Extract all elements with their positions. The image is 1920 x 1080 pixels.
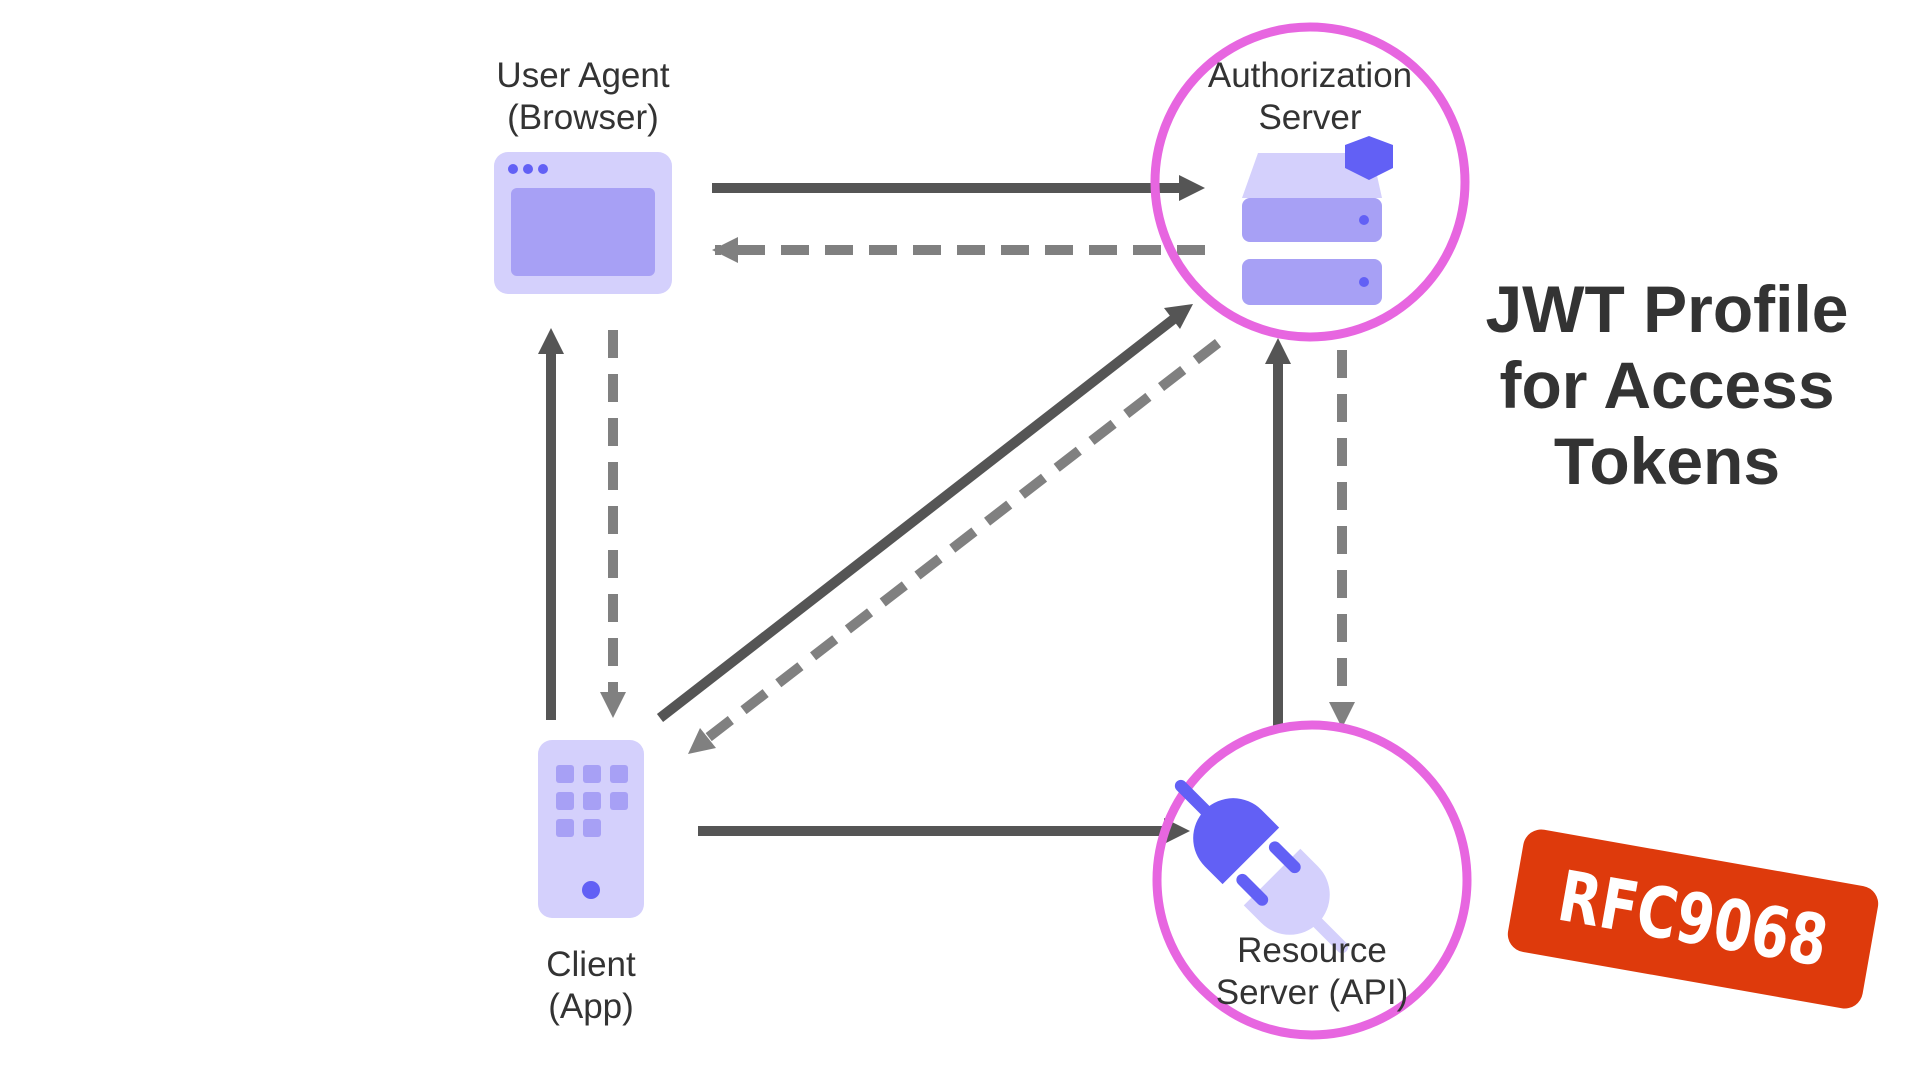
- arrowhead-browser-to-client: [600, 692, 626, 718]
- arrowhead-auth-server-to-browser: [712, 237, 738, 263]
- authorization-server-highlight-ring: [1150, 22, 1470, 342]
- arrow-auth-server-to-client: [701, 339, 1222, 744]
- arrowhead-browser-to-auth-server: [1179, 175, 1205, 201]
- client-label-line1: Client: [546, 945, 636, 984]
- arrowhead-auth-server-to-client: [688, 728, 716, 754]
- arrows: [538, 175, 1355, 844]
- arrowhead-client-to-browser: [538, 328, 564, 354]
- client-node: Client (App): [538, 740, 644, 1026]
- authorization-server-label-line2: Server: [1258, 98, 1361, 137]
- shield-badge-icon: [1345, 136, 1393, 180]
- browser-window-icon: [494, 152, 672, 294]
- authorization-server-label-line1: Authorization: [1208, 56, 1412, 95]
- arrowhead-client-to-auth-server: [1164, 304, 1193, 329]
- user-agent-label-line2: (Browser): [507, 98, 659, 137]
- arrowhead-auth-server-to-resource-server: [1329, 702, 1355, 728]
- arrowhead-resource-server-to-auth-server: [1265, 338, 1291, 364]
- mobile-phone-icon: [538, 740, 644, 918]
- diagram-title: JWT Profile for Access Tokens: [1485, 272, 1848, 498]
- arrow-client-to-auth-server: [656, 314, 1179, 722]
- server-stack-icon: [1242, 136, 1393, 305]
- resource-server-node: Resource Server (API): [1152, 720, 1472, 1040]
- user-agent-label-line1: User Agent: [496, 56, 669, 95]
- client-label-line2: (App): [548, 987, 634, 1026]
- user-agent-node: User Agent (Browser): [494, 56, 672, 294]
- resource-server-label-line2: Server (API): [1216, 973, 1409, 1012]
- authorization-server-node: Authorization Server: [1150, 22, 1470, 342]
- resource-server-highlight-ring: [1152, 720, 1472, 1040]
- title-line1: JWT Profile: [1485, 272, 1848, 346]
- plug-connection-icon: [1174, 779, 1349, 954]
- title-line2: for Access: [1499, 348, 1834, 422]
- resource-server-label-line1: Resource: [1237, 931, 1387, 970]
- title-line3: Tokens: [1554, 424, 1780, 498]
- rfc-badge: RFC9068: [1507, 829, 1879, 1009]
